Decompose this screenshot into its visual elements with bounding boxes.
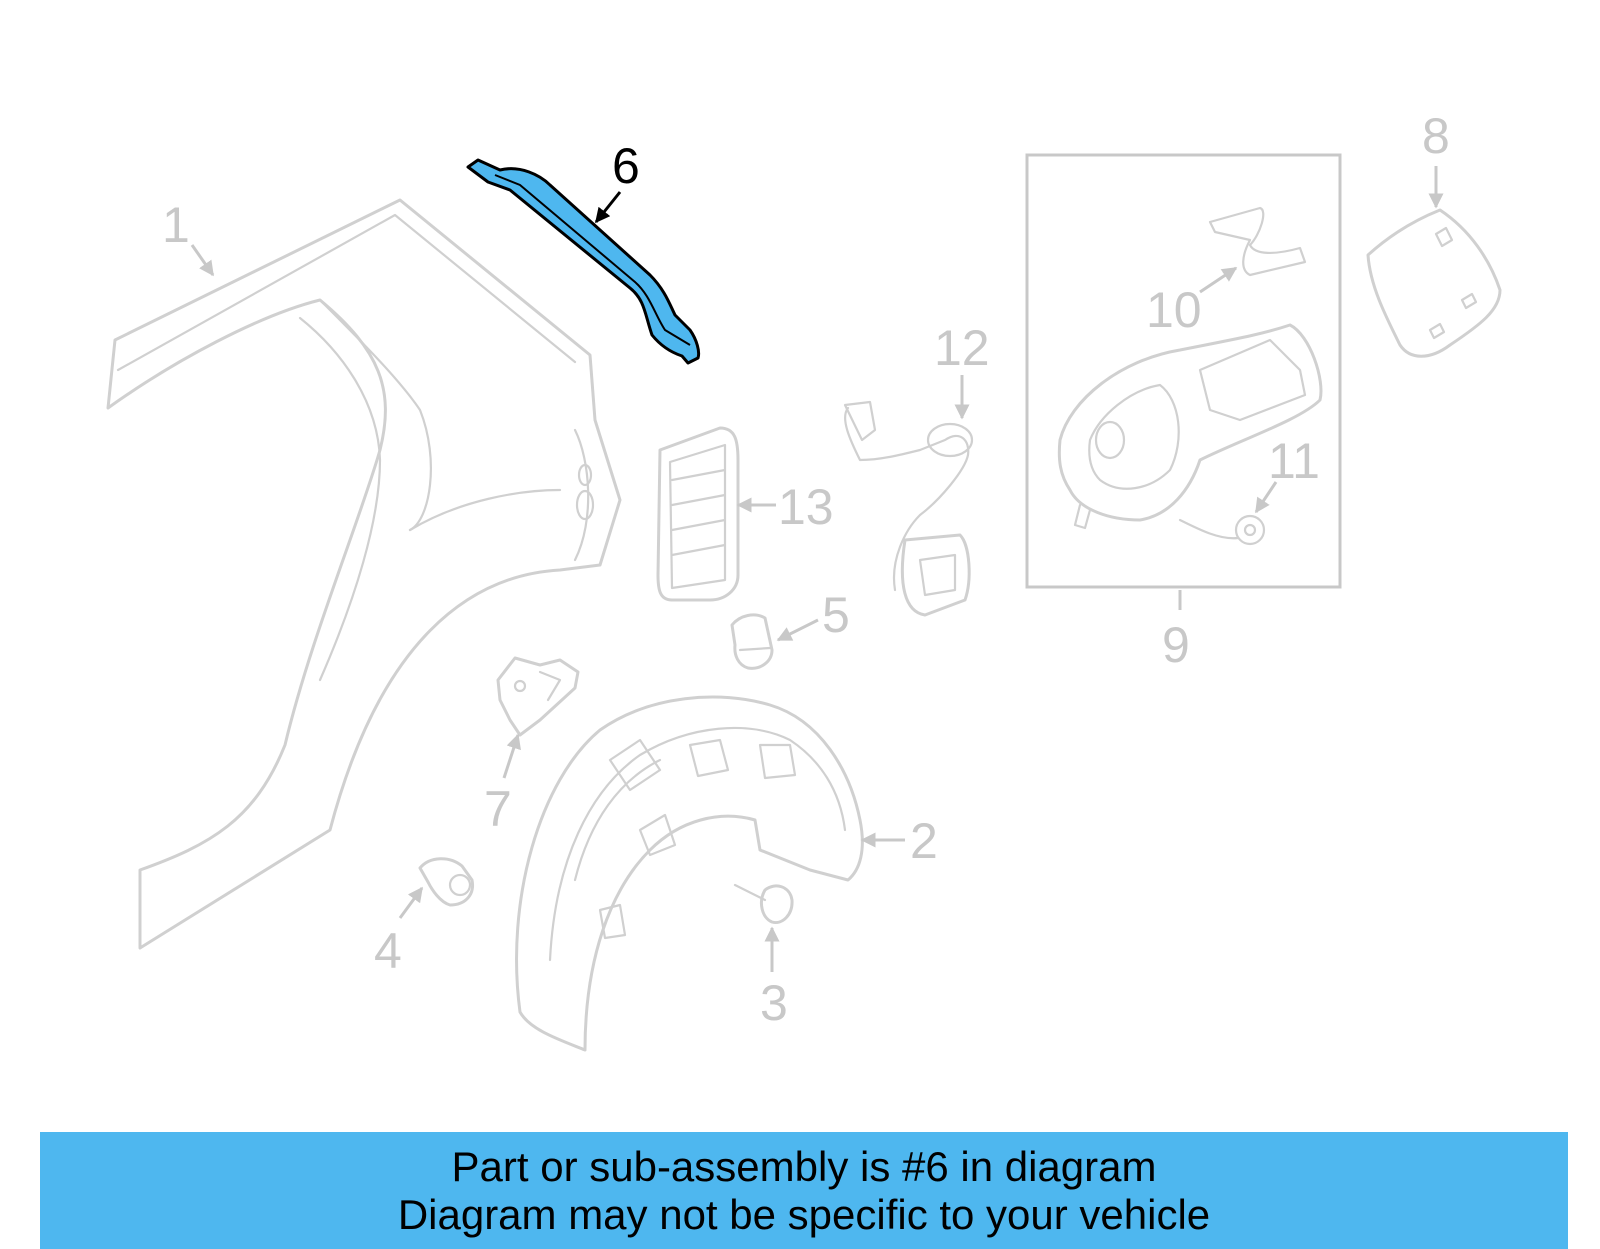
callout-13: 13 xyxy=(778,479,834,535)
retainer-clip-5 xyxy=(730,613,774,670)
clip-part xyxy=(1208,206,1307,277)
parts-diagram: 1 2 3 4 5 6 7 8 9 10 11 12 13 xyxy=(106,108,1502,1052)
bracket-7 xyxy=(496,656,580,737)
banner-line-1: Part or sub-assembly is #6 in diagram xyxy=(451,1142,1157,1190)
fuel-door xyxy=(1366,208,1502,358)
callout-3: 3 xyxy=(760,975,788,1031)
callout-2: 2 xyxy=(910,813,938,869)
air-vent-grille xyxy=(656,426,740,602)
leader-lines xyxy=(190,166,1444,972)
wheel-house-liner xyxy=(515,695,864,1052)
callout-9: 9 xyxy=(1162,617,1190,673)
callout-11: 11 xyxy=(1268,433,1320,489)
fuel-door-assembly-box xyxy=(1025,153,1342,589)
callout-8: 8 xyxy=(1422,108,1450,164)
callout-5: 5 xyxy=(822,587,850,643)
callout-1: 1 xyxy=(162,197,190,253)
callout-7: 7 xyxy=(484,781,512,837)
callout-4: 4 xyxy=(374,923,402,979)
info-banner: Part or sub-assembly is #6 in diagram Di… xyxy=(40,1132,1568,1249)
highlighted-reinforcement-part xyxy=(466,158,701,365)
callout-labels: 1 2 3 4 5 6 7 8 9 10 11 12 13 xyxy=(162,108,1450,1031)
banner-line-2: Diagram may not be specific to your vehi… xyxy=(397,1190,1211,1238)
screw-3 xyxy=(733,883,794,925)
callout-6: 6 xyxy=(612,138,640,194)
retainer-clip-4 xyxy=(418,857,475,907)
callout-12: 12 xyxy=(934,320,990,376)
callout-10: 10 xyxy=(1146,282,1202,338)
quarter-panel xyxy=(106,198,622,950)
fuel-door-actuator xyxy=(843,400,974,617)
